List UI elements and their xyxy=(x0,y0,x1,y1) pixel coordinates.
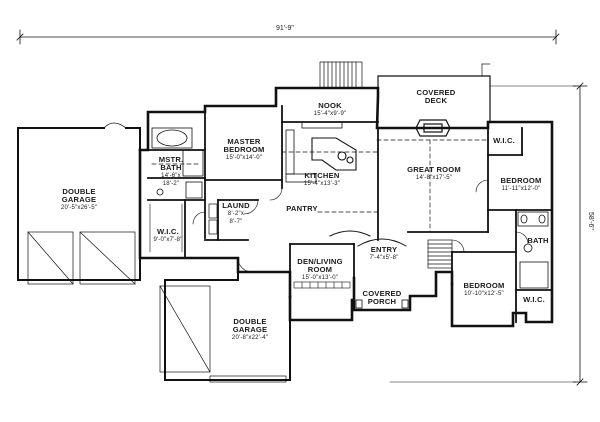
master-bedroom-label: MASTER BEDROOM 15'-0"x14'-0" xyxy=(223,138,264,162)
kitchen-counters xyxy=(285,121,343,183)
left-garage-doors xyxy=(27,231,136,285)
master-bedroom-size: 15'-0"x14'-0" xyxy=(225,155,263,161)
entry-arch xyxy=(329,230,407,247)
wic-master-name: W.I.C. xyxy=(157,227,179,236)
den-living-name-line2: ROOM xyxy=(307,265,333,274)
den-living-label: DEN/LIVING ROOM 15'-0"x13'-0" xyxy=(297,258,342,282)
kitchen-island xyxy=(311,137,357,171)
wic-right-label: W.I.C. xyxy=(493,137,515,145)
porch-columns xyxy=(355,299,409,309)
mstr-bath-name-line2: BATH xyxy=(160,163,182,172)
great-room-name: GREAT ROOM xyxy=(407,165,461,174)
bedroom-right-name: BEDROOM xyxy=(500,176,542,185)
wic-shelves xyxy=(149,203,183,253)
bath-label: BATH xyxy=(527,237,548,245)
great-room-size: 14'-8"x17'-5" xyxy=(415,175,453,181)
overall-width-label: 91'-9" xyxy=(276,25,294,32)
left-garage-walls xyxy=(17,122,141,281)
laund-name: LAUND xyxy=(222,201,250,210)
pantry-name: PANTRY xyxy=(286,204,318,213)
double-garage-bottom-size: 20'-8"x22'-4" xyxy=(231,335,269,341)
double-garage-bottom-name-line2: GARAGE xyxy=(232,325,268,334)
kitchen-label: KITCHEN 15'-4"x13'-3" xyxy=(304,172,340,188)
great-room-label: GREAT ROOM 14'-8"x17'-5" xyxy=(407,166,461,182)
laund-label: LAUND 8'-2"x 8'-7" xyxy=(222,202,250,226)
double-garage-left-name-line1: DOUBLE xyxy=(62,187,96,196)
den-living-size: 15'-0"x13'-0" xyxy=(301,275,339,281)
entry-name: ENTRY xyxy=(370,245,398,254)
bath-fixtures xyxy=(517,211,549,289)
covered-deck-label: COVERED DECK xyxy=(417,89,456,105)
mstr-bath-name-line1: MSTR. xyxy=(158,155,184,164)
bedroom-right-size: 11'-11"x12'-0" xyxy=(501,186,541,192)
kitchen-size: 15'-4"x13'-3" xyxy=(303,181,341,187)
bedroom-right-label: BEDROOM 11'-11"x12'-0" xyxy=(500,177,541,193)
entry-size: 7'-4"x5'-8" xyxy=(369,255,399,261)
den-builtins xyxy=(293,281,351,289)
double-garage-left-label: DOUBLE GARAGE 20'-5"x26'-5" xyxy=(61,188,97,212)
covered-porch-name-line1: COVERED xyxy=(362,289,402,298)
nook-name: NOOK xyxy=(318,101,342,110)
width-dimension-line xyxy=(16,29,560,45)
fireplace xyxy=(415,119,451,137)
overall-depth-label: 58'-6" xyxy=(587,212,594,230)
nook-label: NOOK 15'-4"x9'-9" xyxy=(314,102,347,118)
master-bath-fixtures xyxy=(151,127,204,199)
double-garage-left-name-line2: GARAGE xyxy=(61,195,97,204)
bottom-garage-walls xyxy=(164,271,291,381)
bedroom-bottom-size: 10'-10"x12'-5" xyxy=(464,291,504,297)
wic-master-label: W.I.C. 9'-0"x7'-8" xyxy=(153,228,182,244)
kitchen-name: KITCHEN xyxy=(304,171,340,180)
laund-size-line2: 8'-7" xyxy=(229,219,243,225)
bedroom-bottom-label: BEDROOM 10'-10"x12'-5" xyxy=(463,282,504,298)
dashed-boundaries xyxy=(151,139,489,233)
covered-deck-name-line2: DECK xyxy=(424,96,448,105)
den-living-name-line1: DEN/LIVING xyxy=(297,257,343,266)
mstr-bath-label: MSTR. BATH 14'-6"x 18'-2" xyxy=(159,156,184,188)
wic-right-name: W.I.C. xyxy=(493,136,515,145)
covered-deck xyxy=(377,75,491,123)
depth-dimension-line xyxy=(389,82,588,386)
master-bedroom-name-line2: BEDROOM xyxy=(223,145,265,154)
entry-stairs xyxy=(427,239,453,269)
covered-porch-name-line2: PORCH xyxy=(367,297,397,306)
entry-label: ENTRY 7'-4"x5'-8" xyxy=(369,246,398,262)
bedroom-bottom-name: BEDROOM xyxy=(463,281,505,290)
wic-bottom-name: W.I.C. xyxy=(523,295,545,304)
double-garage-bottom-name-line1: DOUBLE xyxy=(233,317,267,326)
pantry-label: PANTRY xyxy=(286,205,318,213)
mstr-bath-size-line1: 14'-6"x xyxy=(161,173,181,179)
mstr-bath-size-line2: 18'-2" xyxy=(162,181,180,187)
covered-deck-name-line1: COVERED xyxy=(416,88,456,97)
bath-name: BATH xyxy=(527,236,549,245)
laund-size-line1: 8'-2"x xyxy=(227,211,245,217)
wic-master-size: 9'-0"x7'-8" xyxy=(153,237,183,243)
bottom-garage-doors xyxy=(159,285,287,383)
master-bedroom-name-line1: MASTER xyxy=(227,137,261,146)
double-garage-bottom-label: DOUBLE GARAGE 20'-8"x22'-4" xyxy=(232,318,268,342)
door-swings xyxy=(192,179,529,273)
nook-size: 15'-4"x9'-9" xyxy=(313,111,347,117)
laundry-fixtures xyxy=(208,203,218,235)
deck-stairs xyxy=(319,61,491,89)
wic-bottom-label: W.I.C. xyxy=(523,296,545,304)
covered-porch-label: COVERED PORCH xyxy=(363,290,402,306)
double-garage-left-size: 20'-5"x26'-5" xyxy=(60,205,98,211)
